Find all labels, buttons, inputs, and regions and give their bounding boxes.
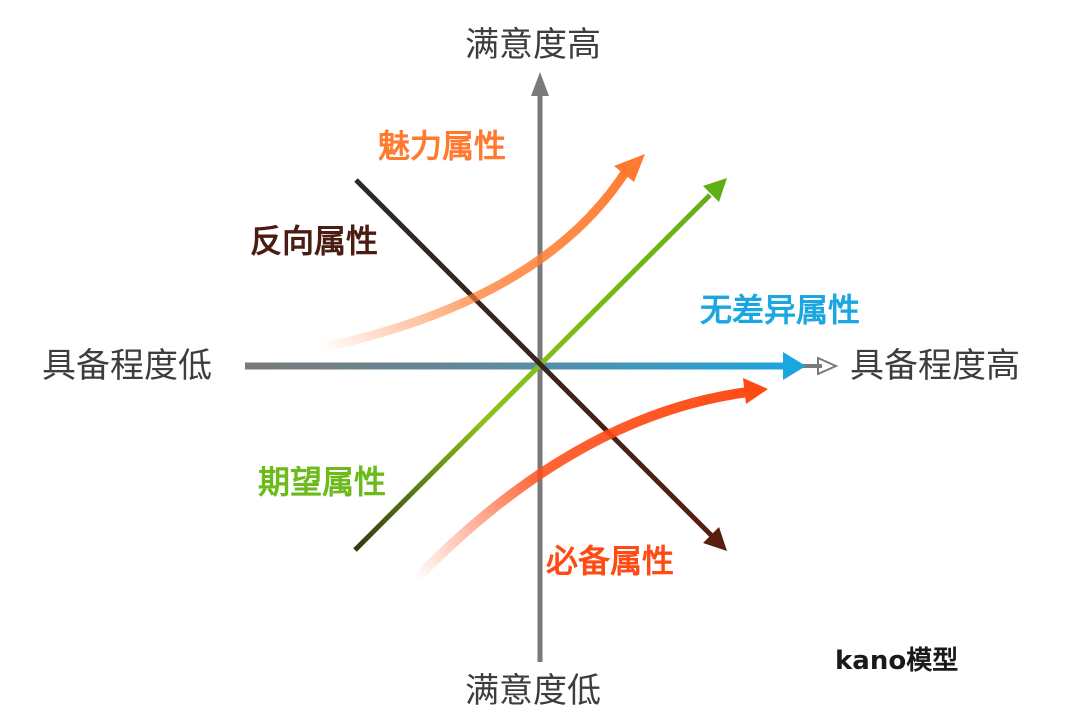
must-be-attribute-label: 必备属性 [546, 542, 675, 580]
attractive-attribute-curve [315, 163, 633, 353]
must-be-attribute-curve [410, 387, 753, 585]
attractive-attribute-label: 魅力属性 [378, 127, 507, 165]
attractive-attribute-arrowhead [614, 154, 645, 182]
performance-attribute-label: 期望属性 [258, 463, 387, 501]
reverse-attribute-line [354, 178, 714, 538]
indifferent-attribute-arrowhead [783, 352, 806, 380]
fulfillment-high-label: 具备程度高 [850, 346, 1020, 386]
performance-attribute-arrowhead [703, 178, 727, 202]
fulfillment-axis-arrowhead [817, 356, 839, 376]
reverse-attribute-label: 反向属性 [250, 222, 379, 260]
performance-attribute-line [353, 193, 712, 552]
satisfaction-high-label: 满意度高 [465, 25, 601, 65]
reverse-attribute-arrowhead [703, 527, 727, 551]
indifferent-attribute-label: 无差异属性 [700, 291, 861, 329]
satisfaction-axis-arrowhead [531, 72, 549, 96]
satisfaction-low-label: 满意度低 [465, 671, 601, 711]
must-be-attribute-arrowhead [743, 378, 768, 404]
fulfillment-low-label: 具备程度低 [42, 346, 212, 386]
kano-model-title: kano模型 [835, 646, 959, 676]
